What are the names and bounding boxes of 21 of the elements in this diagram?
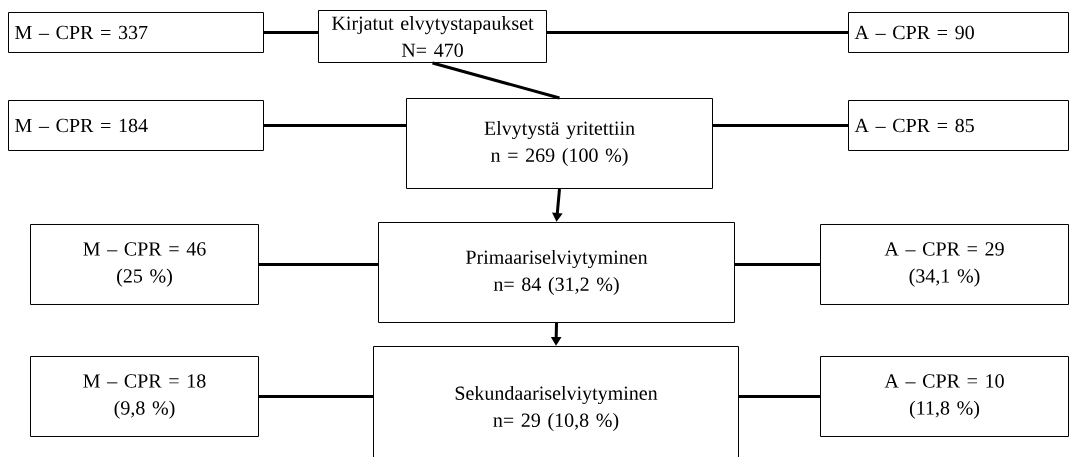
connector-line [713,124,848,127]
connector-line [264,124,406,127]
process-box: Kirjatut elvytystapaukset N= 470 [318,10,547,63]
connector-line [739,395,820,398]
count-box: M – CPR = 337 [8,12,264,53]
connector-line [735,263,820,266]
count-box: M – CPR = 184 [8,100,264,151]
count-box: M – CPR = 18 (9,8 %) [30,356,259,437]
connector-line [259,263,378,266]
connector-line [547,31,848,34]
count-box: A – CPR = 29 (34,1 %) [820,224,1069,305]
connector-line [432,61,560,100]
process-box: Sekundaariselviytyminen n= 29 (10,8 %) [373,346,739,457]
count-box: A – CPR = 10 (11,8 %) [820,356,1069,437]
count-box: A – CPR = 85 [848,100,1069,151]
process-box: Elvytystä yritettiin n = 269 (100 %) [406,98,713,189]
connector-line [264,31,318,34]
process-box: Primaariselviytyminen n= 84 (31,2 %) [378,222,735,323]
count-box: A – CPR = 90 [848,12,1069,53]
connector-line [259,395,373,398]
count-box: M – CPR = 46 (25 %) [30,224,259,305]
